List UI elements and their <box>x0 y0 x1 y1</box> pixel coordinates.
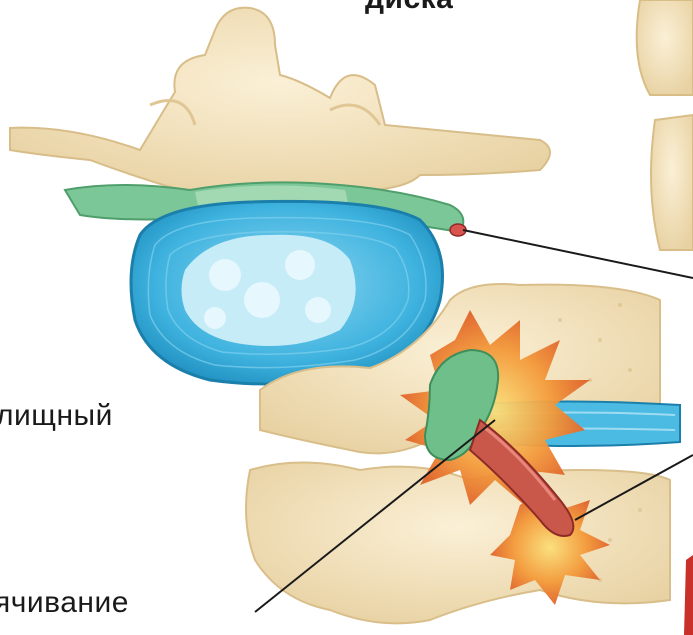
bottom-label-cut: ячивание <box>0 586 129 620</box>
disc-label-cut: диска <box>365 0 453 16</box>
top-vertebra-arch <box>10 8 550 195</box>
nucleus-pulposus <box>182 235 356 346</box>
side-label-cut: лищный <box>0 399 113 433</box>
